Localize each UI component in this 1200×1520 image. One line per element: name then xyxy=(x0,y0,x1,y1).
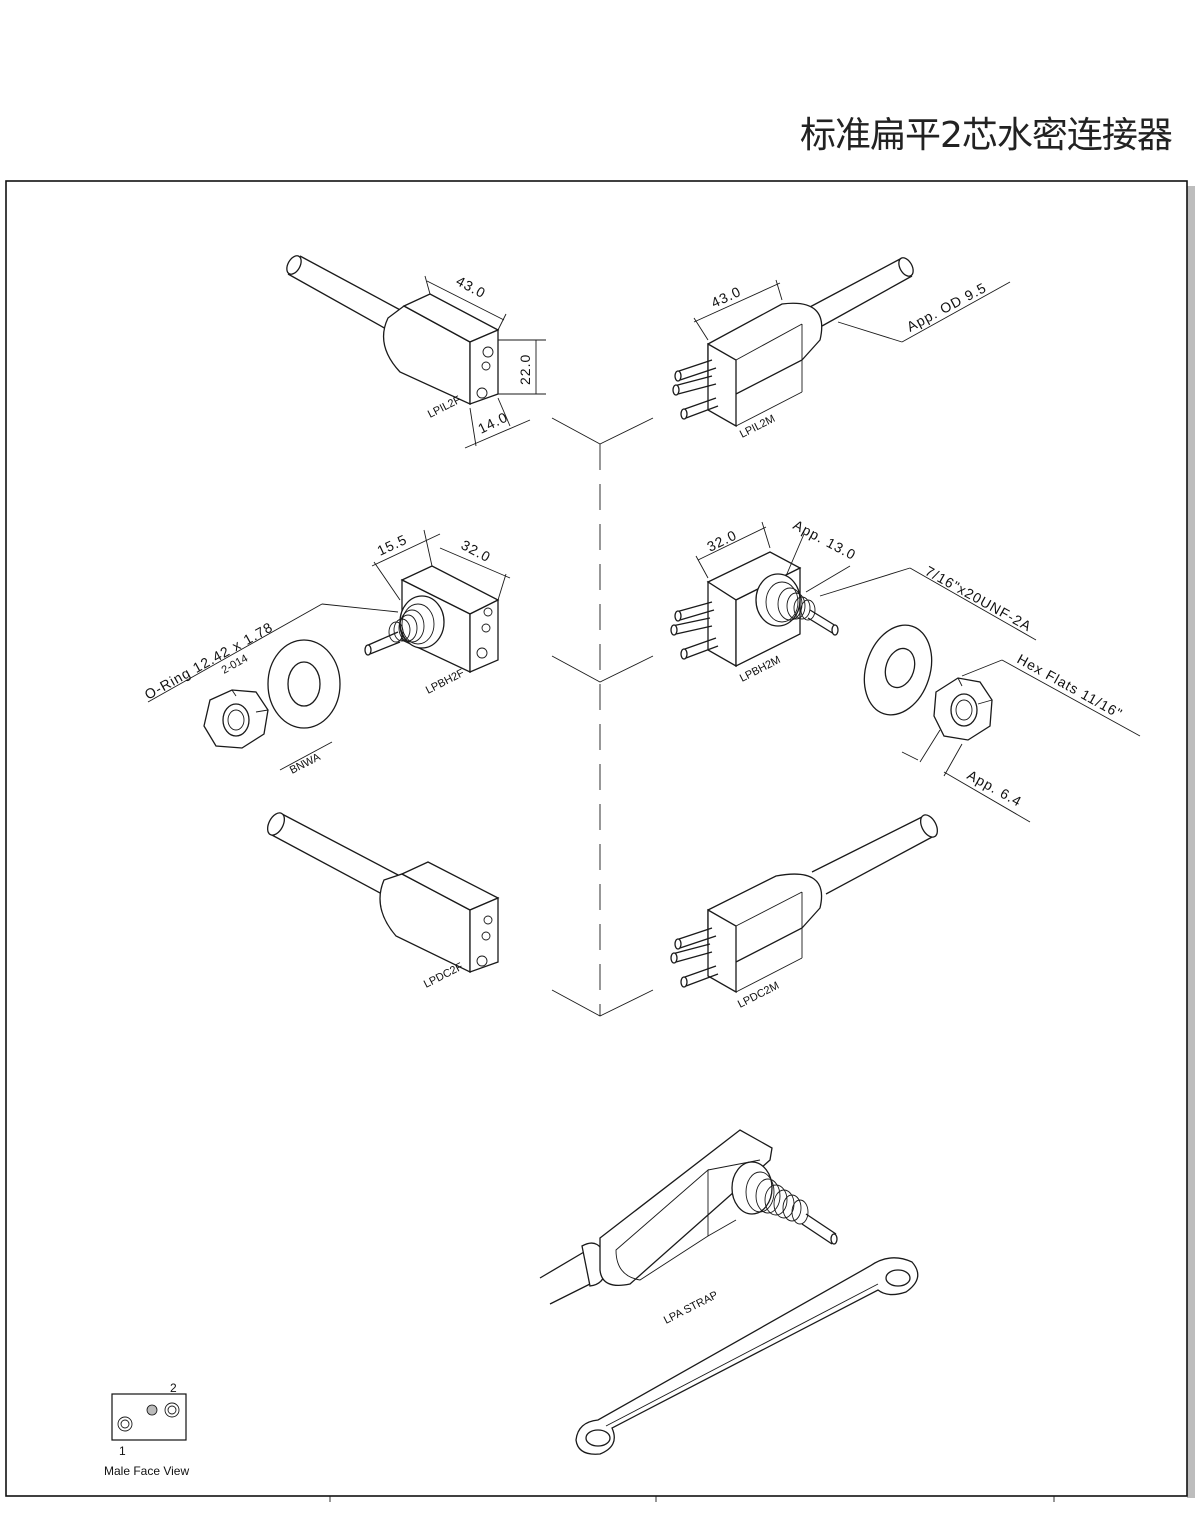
dim-od: App. OD 9.5 xyxy=(904,279,989,334)
center-lines xyxy=(551,417,654,1017)
drawing-frame xyxy=(5,180,1195,1502)
label-lpdc2m: LPDC2M xyxy=(736,980,781,1011)
lpdc2f-connector xyxy=(266,812,500,974)
dim-app-6-4: App. 6.4 xyxy=(965,767,1025,810)
legend-title: Male Face View xyxy=(104,1464,189,1478)
lpil2m-connector xyxy=(672,257,1011,428)
page-title: 标准扁平2芯水密连接器 xyxy=(800,115,1173,156)
lpil2f-connector xyxy=(286,255,546,449)
male-face-view xyxy=(111,1393,187,1441)
label-lpdc2f: LPDC2F xyxy=(422,961,465,991)
dim-43-right: 43.0 xyxy=(709,283,744,311)
lpdc2m-connector xyxy=(670,814,939,994)
lpbh2m-connector xyxy=(670,521,1141,823)
label-lpil2f: LPIL2F xyxy=(426,394,463,421)
lpbh2f-connector xyxy=(147,529,511,771)
dim-14: 14.0 xyxy=(475,409,510,437)
legend-pin-2: 2 xyxy=(170,1381,177,1395)
label-lpil2m: LPIL2M xyxy=(738,413,777,441)
dim-oring: O-Ring 12.42 x 1.78 xyxy=(142,619,276,703)
dim-22: 22.0 xyxy=(517,354,533,385)
dim-hex: Hex Flats 11/16" xyxy=(1015,651,1126,722)
legend-pin-1: 1 xyxy=(119,1444,126,1458)
label-lpa-strap: LPA STRAP xyxy=(662,1289,720,1327)
dim-thread: 7/16"x20UNF-2A xyxy=(923,563,1035,635)
dim-32-left: 32.0 xyxy=(459,537,494,566)
label-lpbh2f: LPBH2F xyxy=(424,667,467,697)
dim-32-right: 32.0 xyxy=(704,527,739,555)
dim-15-5: 15.5 xyxy=(375,531,410,559)
lpa-strap xyxy=(539,1129,919,1455)
label-bnwa: BNWA xyxy=(288,751,323,777)
dim-app-13: App. 13.0 xyxy=(791,517,859,563)
